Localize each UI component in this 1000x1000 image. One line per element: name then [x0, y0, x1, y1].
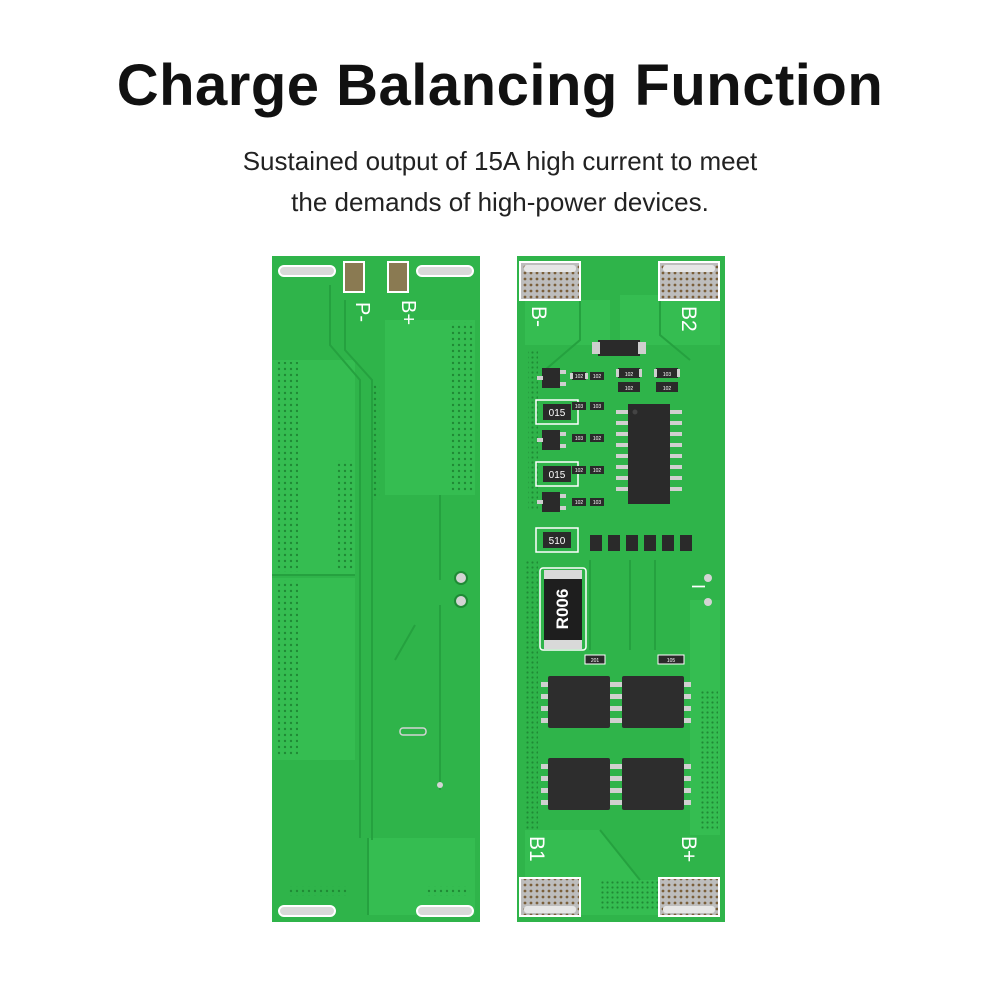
resistor-code-1: 015: [549, 408, 566, 419]
front-label-b-plus: B+: [677, 836, 700, 862]
component-code: 103: [663, 372, 672, 378]
resistor-code-3: 510: [549, 536, 566, 547]
page-title: Charge Balancing Function: [116, 53, 884, 118]
sense-resistor-code: R006: [553, 589, 572, 630]
component-code: 102: [593, 374, 602, 380]
component-code: 103: [593, 500, 602, 506]
back-pcb-board: [272, 256, 480, 922]
component-code: 103: [593, 404, 602, 410]
front-label-b2: B2: [677, 306, 700, 332]
component-code: 102: [625, 372, 634, 378]
component-code: 102: [575, 468, 584, 474]
subtitle-line-2: the demands of high-power devices.: [291, 187, 709, 217]
component-code: 103: [575, 436, 584, 442]
component-code: 102: [575, 374, 584, 380]
front-pcb-board: [517, 256, 725, 922]
subtitle-line-1: Sustained output of 15A high current to …: [242, 146, 758, 176]
component-code: 201: [591, 658, 600, 664]
component-code: 102: [663, 386, 672, 392]
component-code: 105: [667, 658, 676, 664]
front-label-i: I: [688, 584, 708, 589]
component-code: 102: [593, 468, 602, 474]
component-code: 103: [575, 404, 584, 410]
back-label-p-minus: P-: [351, 302, 373, 322]
front-label-b1: B1: [525, 836, 548, 862]
component-code: 102: [593, 436, 602, 442]
back-label-b-plus: B+: [397, 300, 419, 325]
resistor-code-2: 015: [549, 470, 566, 481]
component-code: 102: [625, 386, 634, 392]
front-label-b-minus: B-: [527, 306, 550, 327]
component-code: 102: [575, 500, 584, 506]
